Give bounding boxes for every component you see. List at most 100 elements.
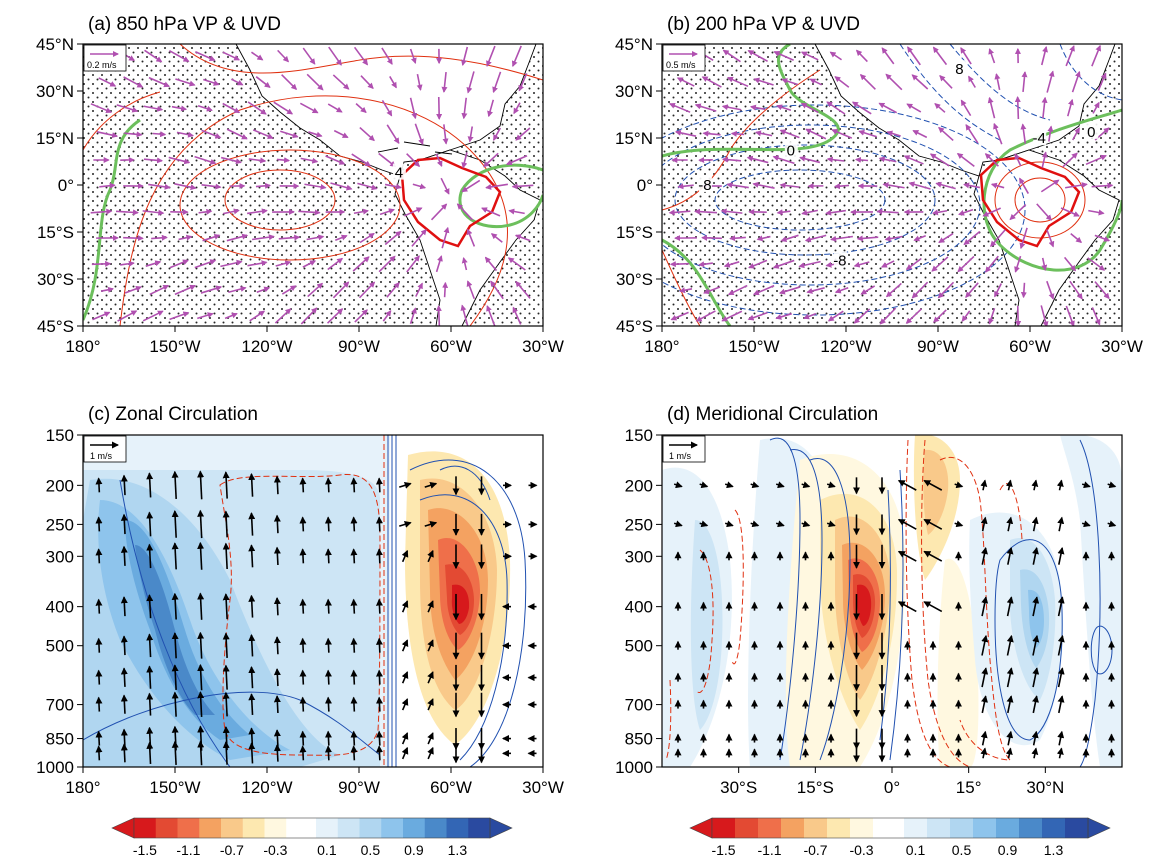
panel-d-circulation-vector <box>1032 546 1039 565</box>
panel-b-wind-vector <box>726 182 749 189</box>
panel-b-wind-vector <box>779 129 800 139</box>
panel-a-wind-vector <box>226 128 248 140</box>
panel-d-x-tick-label: 30°N <box>1026 778 1064 797</box>
panel-a-wind-vector <box>506 155 528 166</box>
panel-c-circulation-vector <box>273 729 281 747</box>
panel-b-wind-vector <box>1065 45 1075 67</box>
panel-b-wind-vector <box>747 311 768 321</box>
panel-b-wind-vector <box>1009 203 1027 221</box>
panel-b-wind-vector <box>677 183 694 190</box>
panel-b-contour-label: -8 <box>698 177 711 194</box>
panel-a-wind-vector <box>409 48 417 64</box>
panel-b-wind-vector <box>911 74 929 90</box>
panel-b-wind-vector <box>988 308 996 325</box>
colorbar-right-swatch <box>873 818 897 838</box>
panel-c-y-tick-label: 850 <box>46 730 74 749</box>
panel-a-wind-vector <box>412 183 427 190</box>
panel-a-wind-vector <box>116 104 139 113</box>
panel-b-wind-vector <box>982 207 1002 217</box>
panel-d-y-tick-label: 200 <box>625 476 653 495</box>
panel-d-circulation-vector <box>981 546 988 565</box>
panel-a-wind-vector <box>281 285 297 295</box>
panel-b-wind-vector <box>803 312 817 320</box>
panel-b-wind-vector <box>993 283 1003 298</box>
panel-a-wind-vector <box>487 99 495 118</box>
panel-b-vectors <box>668 44 1114 326</box>
colorbar-right-swatch <box>827 818 851 838</box>
panel-c-circulation-vector <box>197 509 205 539</box>
panel-b-wind-vector <box>961 310 971 322</box>
panel-d-circulation-vector <box>897 518 917 530</box>
panel-c-circulation-vector <box>273 744 281 762</box>
panel-a-wind-vector <box>386 282 400 298</box>
panel-c-circulation-vector <box>146 472 154 498</box>
panel-b-wind-vector <box>859 74 876 90</box>
panel-a-wind-vector <box>306 73 324 91</box>
panel-c-circulation-vector <box>299 477 307 493</box>
panel-a-wind-vector <box>96 131 119 139</box>
panel-a-wind-vector <box>280 130 299 139</box>
panel-c-y-tick-label: 700 <box>46 696 74 715</box>
panel-c-circulation-vector <box>146 543 154 569</box>
panel-a-wind-vector <box>378 255 396 273</box>
panel-b-y-tick-label: 45°S <box>616 317 653 336</box>
colorbar-right-tick-label: -0.7 <box>803 842 827 858</box>
panel-a-wind-vector <box>248 157 267 164</box>
panel-d-y-tick-label: 150 <box>625 426 653 445</box>
panel-b-wind-vector <box>906 103 922 113</box>
panel-a-wind-vector <box>149 284 170 296</box>
colorbar-left-swatch <box>264 818 287 838</box>
panel-c-circulation-vector <box>350 637 358 653</box>
panel-a-wind-vector <box>406 255 420 273</box>
panel-b-wind-vector <box>1014 255 1022 273</box>
panel-b-wind-vector <box>721 104 742 111</box>
panel-d: (d) Meridional Circulation <box>615 404 1123 797</box>
panel-b-wind-vector <box>806 287 825 294</box>
panel-a-wind-vector <box>379 208 395 216</box>
panel-b-wind-vector <box>994 73 1001 91</box>
panel-d-circulation-vector <box>1056 747 1064 759</box>
panel-a-wind-vector <box>467 126 474 143</box>
panel-d-circulation-vector <box>954 520 964 528</box>
panel-c-circulation-vector <box>350 696 358 712</box>
panel-c-circulation-vector <box>146 594 154 619</box>
panel-a-wind-vector <box>231 78 244 86</box>
panel-b-wind-vector <box>984 153 999 167</box>
panel-c-circulation-vector <box>350 516 358 532</box>
panel-d-circulation-vector <box>897 601 917 613</box>
panel-b-wind-vector <box>679 287 693 294</box>
panel-d-y-tick-label: 250 <box>625 515 653 534</box>
panel-d-circulation-vector <box>1006 596 1014 617</box>
panel-d-circulation-vector <box>1031 747 1039 759</box>
panel-a-wind-vector <box>513 102 521 115</box>
panel-b-wind-vector <box>799 155 821 164</box>
panel-b-wind-vector <box>1018 177 1030 194</box>
panel-d-circulation-vector <box>1081 520 1091 528</box>
panel-a-wind-vector <box>327 257 344 271</box>
panel-a-wind-vector <box>247 101 267 115</box>
panel-d-circulation-vector <box>1006 516 1014 532</box>
panel-c-circulation-vector <box>350 548 358 564</box>
panel-c-circulation-vector <box>95 730 103 746</box>
panel-b-wind-vector <box>753 77 774 86</box>
panel-a-wind-vector <box>123 235 144 242</box>
panel-c-negative-contours <box>219 435 385 767</box>
panel-a-wind-vector <box>203 78 220 86</box>
panel-c-circulation-vector <box>248 594 256 618</box>
panel-b-wind-vector <box>932 46 948 66</box>
panel-c-circulation-vector <box>222 471 230 499</box>
panel-a-wind-vector <box>281 74 298 90</box>
panel-b-wind-vector <box>1091 182 1114 189</box>
panel-b-wind-vector <box>912 129 928 139</box>
panel-a-wind-vector <box>461 179 481 193</box>
panel-a-x-tick-label: 90°W <box>338 337 380 356</box>
panel-a-wind-vector <box>176 131 195 138</box>
panel-d-vectors <box>673 477 1117 763</box>
colorbar-right-swatch <box>1042 818 1066 838</box>
panel-a-wind-vector <box>507 257 526 271</box>
panel-a-wind-vector <box>222 51 241 61</box>
panel-a-wind-vector <box>411 228 427 247</box>
panel-c-circulation-vector <box>171 592 179 620</box>
panel-c-circulation-vector <box>273 668 281 687</box>
panel-b-x-tick-label: 150°W <box>728 337 779 356</box>
